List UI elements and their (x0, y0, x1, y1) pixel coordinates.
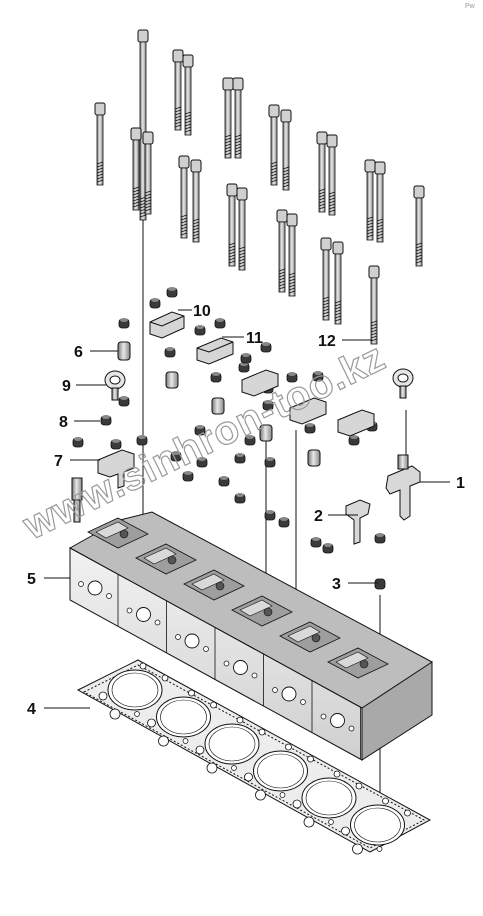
bolt (226, 183, 238, 267)
bolt (172, 49, 184, 131)
callout-4: 4 (27, 701, 36, 718)
corner-mark: Pw (465, 3, 476, 10)
bolt (368, 265, 380, 345)
cylinder-section (175, 569, 245, 679)
callout-11: 11 (246, 330, 263, 347)
gasket-bore (341, 797, 411, 855)
rocker-arms (345, 454, 421, 545)
nut (234, 493, 246, 504)
bolt (94, 102, 106, 186)
nut (110, 439, 122, 450)
nut (234, 453, 246, 464)
bolt (276, 209, 288, 293)
callout-10: 10 (193, 303, 211, 320)
nut (72, 437, 84, 448)
bolt (364, 159, 376, 241)
nut (374, 533, 386, 544)
bolt (142, 131, 154, 215)
injector (71, 477, 83, 523)
callout-5: 5 (27, 571, 36, 588)
gasket-bore (195, 716, 266, 774)
nut (196, 457, 208, 468)
nut (118, 396, 130, 407)
callout-leaders (44, 309, 450, 709)
nut (240, 353, 252, 364)
bolt (268, 104, 280, 186)
cylinder-section (126, 543, 197, 653)
callout-9: 9 (62, 378, 71, 395)
nut (244, 435, 256, 446)
nut (264, 510, 276, 521)
bolt (286, 213, 298, 297)
nut (260, 342, 272, 353)
nut (218, 476, 230, 487)
bolt (374, 161, 386, 243)
nut (118, 318, 130, 329)
nut (182, 471, 194, 482)
cylinder-section (320, 647, 389, 759)
nut (286, 372, 298, 383)
callout-6: 6 (74, 344, 83, 361)
bolt (413, 185, 425, 267)
nut (194, 325, 206, 336)
gasket-bore (147, 689, 217, 747)
bolt (182, 54, 194, 136)
nut (304, 423, 316, 434)
nut (322, 543, 334, 554)
cylinder-section (78, 517, 149, 626)
bolt (190, 159, 202, 243)
nut (194, 425, 206, 436)
gasket-bore (292, 770, 363, 828)
callout-2: 2 (314, 508, 323, 525)
nut (136, 435, 148, 446)
bolt (236, 187, 248, 271)
nut (262, 400, 274, 411)
nut (238, 362, 250, 373)
sleeves (117, 341, 321, 467)
head-gasket (76, 659, 432, 855)
nut (310, 537, 322, 548)
bolt (332, 241, 344, 325)
cylinder-section (223, 595, 293, 706)
nut (170, 451, 182, 462)
bolt (326, 134, 338, 216)
cylinder-head (68, 511, 433, 761)
nut (149, 298, 161, 309)
rocker-brackets (97, 311, 375, 489)
bolt (130, 127, 142, 211)
nut (374, 578, 386, 590)
nut (348, 435, 360, 446)
bolt (320, 237, 332, 321)
callout-3: 3 (332, 576, 341, 593)
nut (312, 371, 324, 382)
callout-labels: 1 2 3 4 5 6 7 8 9 10 11 12 (27, 303, 465, 718)
nut (210, 372, 222, 383)
callout-7: 7 (54, 453, 63, 470)
bolt (232, 77, 244, 159)
cylinder-head-bolts (94, 29, 425, 345)
nut (214, 318, 226, 329)
bolt (222, 77, 234, 159)
gasket-bore (98, 662, 169, 720)
bolt (280, 109, 292, 191)
callout-1: 1 (456, 475, 465, 492)
nut (164, 347, 176, 358)
nut (278, 517, 290, 528)
callout-8: 8 (59, 414, 68, 431)
bolt (316, 131, 328, 213)
nut (166, 287, 178, 298)
callout-12: 12 (318, 333, 336, 350)
bolt (178, 155, 190, 239)
nut (264, 457, 276, 468)
nut (100, 415, 112, 426)
watermark: www.sinhron-too.kz (16, 335, 393, 549)
cylinder-section (272, 621, 341, 732)
gasket-bore (244, 743, 314, 801)
lifting-eyes (104, 368, 414, 401)
